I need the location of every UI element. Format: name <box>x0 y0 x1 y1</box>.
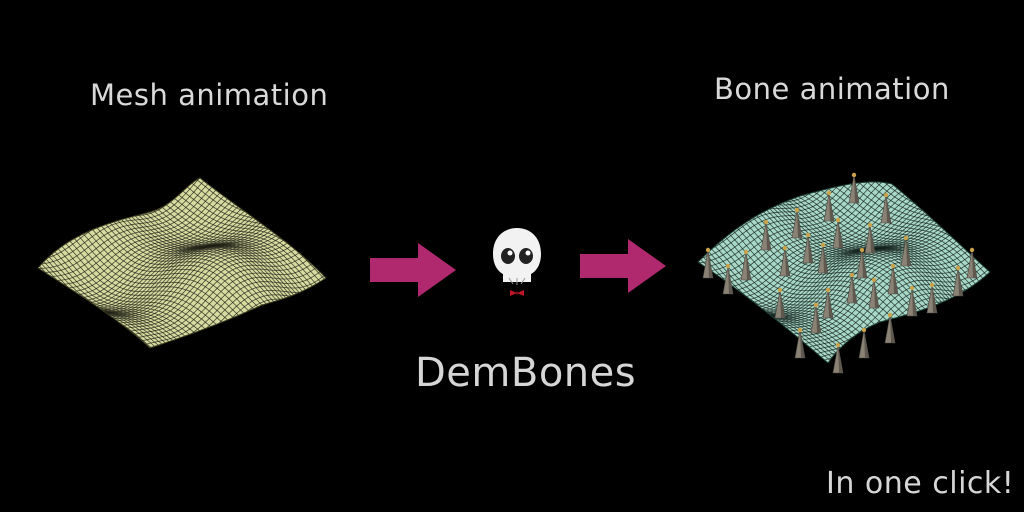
bone-shade <box>828 290 833 318</box>
bone-tip <box>705 247 711 253</box>
bone-shade <box>728 266 733 294</box>
bone-tip <box>890 263 896 269</box>
bone-shade <box>864 330 869 358</box>
bone-tip <box>883 192 889 198</box>
bone-shade <box>874 280 879 308</box>
bone-tip <box>887 312 893 318</box>
bone-tip <box>835 342 841 348</box>
bone-tip <box>805 232 811 238</box>
bone-tip <box>861 327 867 333</box>
bone-shade <box>958 268 963 296</box>
bone-tip <box>763 219 769 225</box>
bone-tip <box>813 302 819 308</box>
bone-shade <box>890 315 895 343</box>
bone-shade <box>838 220 843 248</box>
bone-tip <box>777 287 783 293</box>
bone-shade <box>766 222 771 250</box>
bone-shade <box>886 195 891 223</box>
bone-tip <box>851 172 857 178</box>
bone-shade <box>785 248 790 276</box>
bone-shade <box>808 235 813 263</box>
bone-shade <box>906 238 911 266</box>
bone-shade <box>870 225 875 253</box>
bone-tip <box>826 190 832 196</box>
bone-tip <box>794 207 800 213</box>
tagline-label: In one click! <box>826 466 1015 501</box>
bone-shade <box>854 175 859 203</box>
bone-shade <box>746 252 751 280</box>
bone-tip <box>849 272 855 278</box>
bone-tip <box>903 235 909 241</box>
bone-tip <box>797 327 803 333</box>
bone-shade <box>797 210 802 238</box>
arrow-right-icon <box>370 243 456 297</box>
bone-tip <box>909 285 915 291</box>
bone-shade <box>780 290 785 318</box>
bone-shade <box>829 193 834 221</box>
mesh-surface-fill <box>38 178 326 348</box>
dembones-label: DemBones <box>415 350 637 396</box>
bone-shade <box>912 288 917 316</box>
bone-tip <box>969 247 975 253</box>
bone-tip <box>835 217 841 223</box>
skull-icon <box>493 228 541 296</box>
bone-tip <box>782 245 788 251</box>
bone-tip <box>859 247 865 253</box>
mesh-animation-label: Mesh animation <box>90 78 329 112</box>
bone-shade <box>708 250 713 278</box>
bone-shade <box>800 330 805 358</box>
bone-shade <box>972 250 977 278</box>
bone-tip <box>929 282 935 288</box>
bone-shade <box>852 275 857 303</box>
bones-group <box>702 172 978 374</box>
bone-tip <box>820 242 826 248</box>
bone-tip <box>725 263 731 269</box>
arrow-right-icon <box>580 239 666 293</box>
bone-shade <box>862 250 867 278</box>
bone-tip <box>871 277 877 283</box>
bone-shade <box>932 285 937 313</box>
bone-shade <box>823 245 828 273</box>
bone-tip <box>825 287 831 293</box>
bone-tip <box>743 249 749 255</box>
bone-shade <box>838 345 843 373</box>
bone-animation-label: Bone animation <box>714 72 950 106</box>
bone-shade <box>816 305 821 333</box>
bone-shade <box>893 266 898 294</box>
bone-tip <box>867 222 873 228</box>
bone-tip <box>955 265 961 271</box>
